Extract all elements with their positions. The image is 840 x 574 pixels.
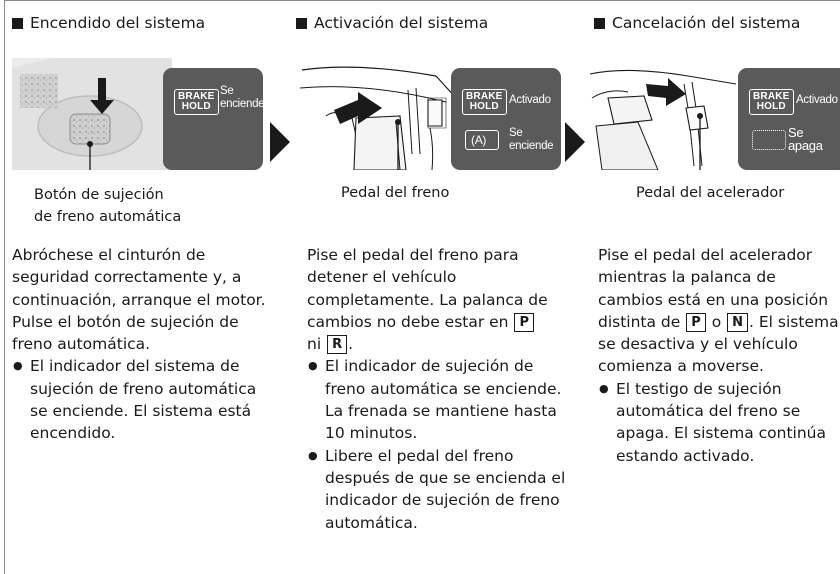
image-caption: Pedal del freno: [341, 185, 450, 201]
accelerator-pedal-drawing: [589, 69, 737, 170]
icon-status-text: Se enciende: [509, 127, 554, 152]
brake-hold-indicator: BRAKE HOLD: [174, 89, 219, 115]
bullet-list: El testigo de sujeción automática del fr…: [598, 378, 840, 467]
step-arrow-icon: [565, 122, 585, 162]
list-item: El testigo de sujeción automática del fr…: [598, 378, 840, 467]
instruction-paragraph: Pise el pedal del freno para detener el …: [307, 244, 569, 355]
gear-key-park: P: [686, 312, 706, 332]
paragraph-text: . El sistema se desactiva y el vehículo …: [598, 312, 839, 376]
bullet-list: El indicador de sujeción de freno automá…: [307, 355, 569, 533]
column-body-2: Pise el pedal del freno para detener el …: [307, 244, 569, 534]
list-item: El indicador del sistema de sujeción de …: [12, 355, 272, 444]
status-text: Se enciende: [220, 85, 265, 110]
paragraph-text: o: [711, 312, 722, 331]
illustration-brake-hold-button: [12, 58, 230, 170]
heading-square-icon: [296, 17, 307, 29]
paragraph-text: Pise el pedal del acelerador mientras la…: [598, 246, 829, 331]
status-text: Activado: [796, 94, 838, 106]
brake-hold-panel-1: BRAKE HOLD Se enciende: [163, 68, 265, 170]
status-text: Activado: [509, 94, 551, 106]
column-body-3: Pise el pedal del acelerador mientras la…: [598, 244, 840, 467]
step-arrow-icon: [270, 122, 290, 162]
list-item: Libere el pedal del freno después de que…: [307, 445, 569, 534]
paragraph-text: ni: [307, 335, 322, 354]
instruction-paragraph: Abróchese el cinturón de seguridad corre…: [12, 246, 266, 354]
brake-hold-panel-3: BRAKE HOLD Activado Se apaga: [738, 68, 840, 170]
image-caption: Pedal del acelerador: [636, 185, 785, 201]
gear-key-reverse: R: [327, 335, 348, 355]
heading-square-icon: [12, 17, 23, 29]
heading-system-on: Encendido del sistema: [12, 14, 205, 32]
brake-hold-indicator: BRAKE HOLD: [749, 89, 794, 115]
heading-text: Encendido del sistema: [30, 14, 206, 32]
brake-hold-panel-2: BRAKE HOLD Activado (A) Se enciende: [451, 68, 561, 170]
heading-system-cancel: Cancelación del sistema: [594, 14, 800, 32]
image-caption: Botón de sujeción de freno automática: [34, 187, 182, 225]
heading-text: Activación del sistema: [314, 14, 489, 32]
gear-key-park: P: [514, 312, 534, 332]
instruction-paragraph: Pise el pedal del acelerador mientras la…: [598, 244, 840, 378]
heading-system-activation: Activación del sistema: [296, 14, 488, 32]
bullet-list: El indicador del sistema de sujeción de …: [12, 355, 272, 444]
heading-square-icon: [594, 17, 605, 29]
illustration-accelerator-pedal: [588, 58, 738, 170]
paragraph-text: Pise el pedal del freno para detener el …: [307, 246, 548, 331]
brake-hold-indicator: BRAKE HOLD: [462, 89, 507, 115]
heading-text: Cancelación del sistema: [612, 14, 801, 32]
column-body-1: Abróchese el cinturón de seguridad corre…: [12, 244, 272, 445]
brake-hold-button-photo: [12, 58, 172, 170]
auto-hold-indicator-off-icon: [752, 130, 786, 150]
auto-hold-indicator-icon: (A): [465, 130, 499, 150]
list-item: El indicador de sujeción de freno automá…: [307, 355, 569, 444]
gear-key-neutral: N: [727, 312, 749, 332]
page-frame: [4, 0, 840, 574]
auto-hold-icon-label: (A): [471, 133, 487, 147]
paragraph-text: .: [348, 335, 354, 354]
icon-status-text: Se apaga: [788, 125, 823, 153]
